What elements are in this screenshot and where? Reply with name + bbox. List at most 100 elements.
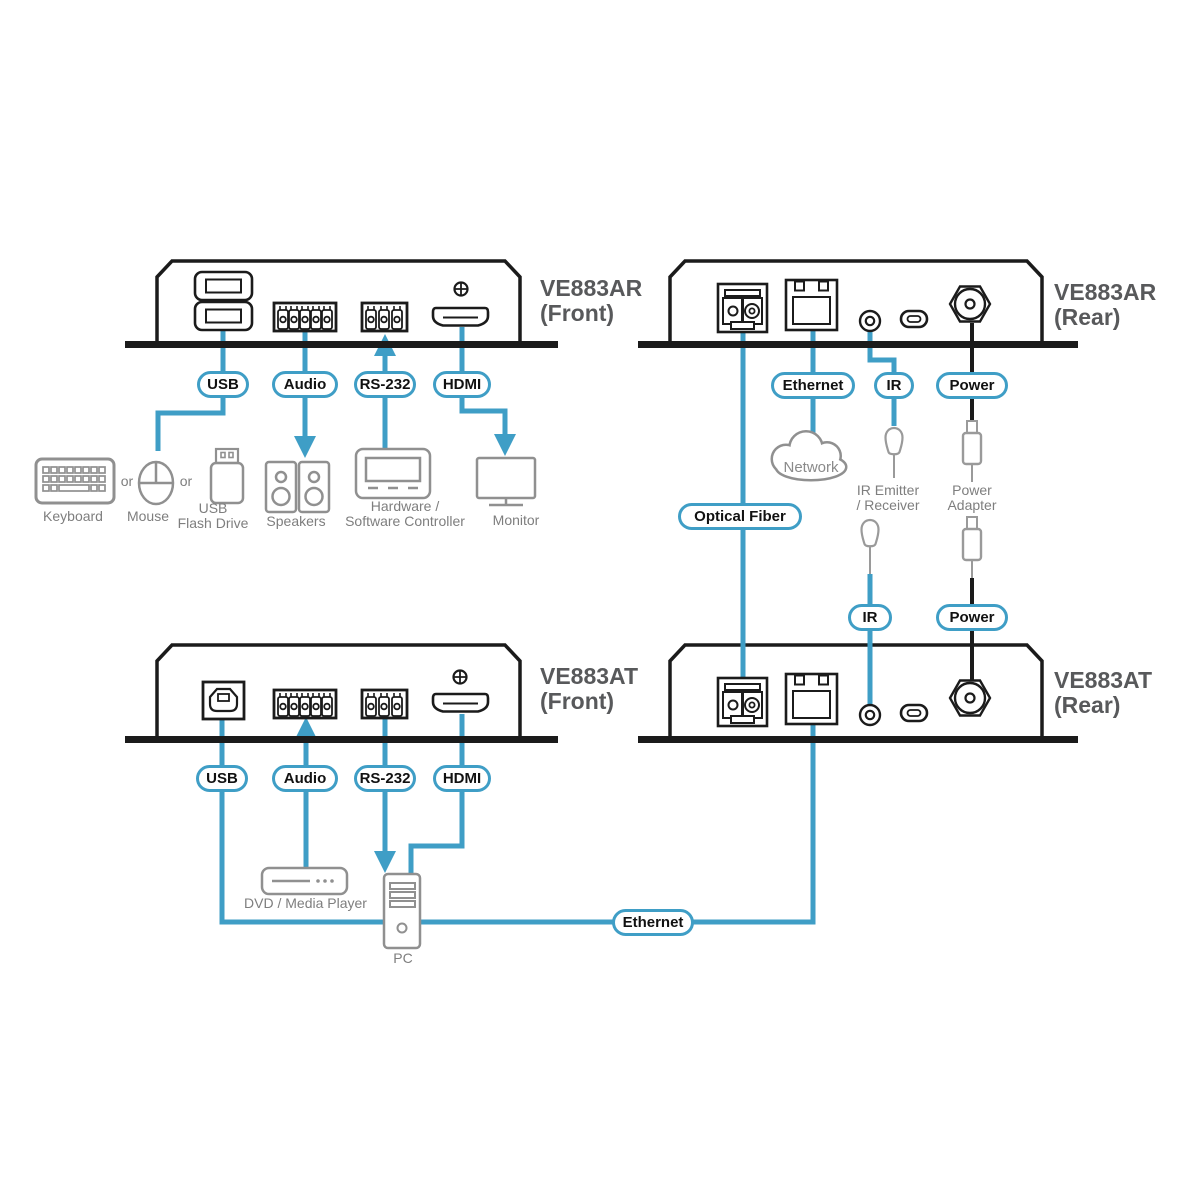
- pc-caption: PC: [393, 950, 413, 966]
- device-model: VE883AT: [540, 663, 639, 689]
- audio-terminal-ar: [272, 301, 338, 333]
- hdmi-label-pill: HDMI: [433, 371, 491, 398]
- ir-jack-ar: [858, 309, 882, 333]
- hdmi-port-ar: [431, 306, 490, 327]
- ports-ar-front: [193, 270, 490, 333]
- ethernet-port-at: [784, 672, 839, 726]
- keyboard-caption: Keyboard: [43, 508, 103, 524]
- device-view: (Rear): [1054, 304, 1121, 330]
- audio-arrow-up-at: [295, 717, 317, 739]
- keyboard-icon: [34, 457, 116, 505]
- usb-label-pill: USB: [196, 765, 248, 792]
- hdmi-label-pill: HDMI: [433, 765, 491, 792]
- network-cloud-icon: [770, 430, 848, 482]
- device-label-ar-front: VE883AR (Front): [540, 276, 642, 326]
- power-port-ar: [948, 285, 992, 323]
- ir-jack-at: [858, 703, 882, 727]
- optical-fiber-port-ar: [716, 282, 769, 334]
- device-label-at-front: VE883AT (Front): [540, 664, 638, 714]
- arrowheads: [294, 334, 516, 873]
- connection-lines-blue: [155, 327, 897, 925]
- mouse-icon: [137, 460, 175, 506]
- speakers-caption: Speakers: [266, 513, 326, 529]
- usb-label-pill: USB: [197, 371, 249, 398]
- usb-flash-drive-caption-line1: USB: [198, 500, 228, 516]
- ports-ar-rear: [716, 278, 992, 334]
- ir-emitter-receiver-caption: IR Emitter / Receiver: [848, 483, 928, 512]
- baselines: [125, 341, 1078, 743]
- ir-emitter-caption-line1: IR Emitter: [856, 482, 920, 498]
- power-plug-bottom-icon: [961, 515, 983, 562]
- device-model: VE883AT: [1054, 667, 1153, 693]
- monitor-icon: [475, 456, 537, 507]
- device-view: (Front): [540, 688, 615, 714]
- usb-b-port-at: [201, 680, 246, 721]
- device-model: VE883AR: [540, 275, 643, 301]
- controller-caption: Hardware / Software Controller: [325, 499, 485, 528]
- usb-flash-drive-caption: USB Flash Drive: [173, 501, 253, 530]
- power-plug-top-icon: [961, 419, 983, 466]
- gray-stems: [869, 455, 973, 578]
- audio-arrow-down: [294, 436, 316, 458]
- rs232-arrow-down-at: [374, 851, 396, 873]
- micro-usb-port-ar: [899, 309, 929, 329]
- hdmi-line-ar: [459, 327, 508, 435]
- hdmi-arrow-down: [494, 434, 516, 456]
- ir-emitter-icon: [884, 426, 904, 456]
- power-port-at: [948, 679, 992, 717]
- baseline-top-right: [638, 341, 1078, 348]
- power-adapter-caption-line1: Power: [952, 482, 992, 498]
- screw-icon: [453, 281, 469, 297]
- ir-label-pill: IR: [874, 372, 914, 399]
- speaker-left-icon: [264, 460, 298, 514]
- optical-fiber-port-at: [716, 676, 769, 728]
- audio-label-pill: Audio: [272, 371, 338, 398]
- usb-a-port-1: [193, 270, 254, 302]
- power-adapter-caption: Power Adapter: [932, 483, 1012, 512]
- rs232-label-pill: RS-232: [354, 371, 416, 398]
- ports-at-rear: [716, 672, 992, 728]
- audio-terminal-at: [272, 688, 338, 720]
- network-caption: Network: [783, 459, 839, 476]
- ethernet-line-at: [420, 724, 816, 925]
- baseline-top-left: [125, 341, 558, 348]
- mouse-caption: Mouse: [126, 508, 170, 524]
- usb-line-at: [219, 719, 384, 925]
- ir-label-pill: IR: [848, 604, 892, 631]
- or-text: or: [120, 473, 134, 489]
- ir-emitter-caption-line2: / Receiver: [856, 496, 920, 513]
- device-label-at-rear: VE883AT (Rear): [1054, 668, 1152, 718]
- power-adapter-caption-line2: Adapter: [947, 496, 997, 513]
- ethernet-label-pill: Ethernet: [771, 372, 855, 399]
- pc-tower-icon: [382, 872, 422, 950]
- controller-caption-line2: Software Controller: [345, 512, 465, 529]
- rs232-terminal-at: [360, 688, 409, 720]
- monitor-caption: Monitor: [492, 512, 540, 528]
- device-label-ar-rear: VE883AR (Rear): [1054, 280, 1156, 330]
- device-view: (Rear): [1054, 692, 1121, 718]
- micro-usb-port-at: [899, 703, 929, 723]
- screw-icon: [452, 669, 468, 685]
- power-label-pill: Power: [936, 372, 1008, 399]
- dvd-player-icon: [260, 866, 349, 896]
- dvd-media-player-caption: DVD / Media Player: [244, 895, 367, 911]
- usb-flash-drive-caption-line2: Flash Drive: [177, 514, 249, 531]
- ir-receiver-icon: [860, 518, 880, 548]
- baseline-bottom-left: [125, 736, 558, 743]
- ethernet-port-ar: [784, 278, 839, 332]
- rs232-terminal-ar: [360, 301, 409, 333]
- hdmi-port-at: [431, 692, 490, 713]
- controller-icon: [354, 447, 432, 500]
- ports-at-front: [201, 669, 490, 721]
- optical-fiber-label-pill: Optical Fiber: [678, 503, 802, 530]
- or-text: or: [179, 473, 193, 489]
- usb-a-port-2: [193, 300, 254, 332]
- usb-flash-drive-icon: [209, 447, 245, 505]
- ethernet-label-pill: Ethernet: [612, 909, 694, 936]
- device-view: (Front): [540, 300, 615, 326]
- peripheral-icons: [34, 430, 848, 950]
- controller-caption-line1: Hardware /: [370, 498, 440, 514]
- power-label-pill: Power: [936, 604, 1008, 631]
